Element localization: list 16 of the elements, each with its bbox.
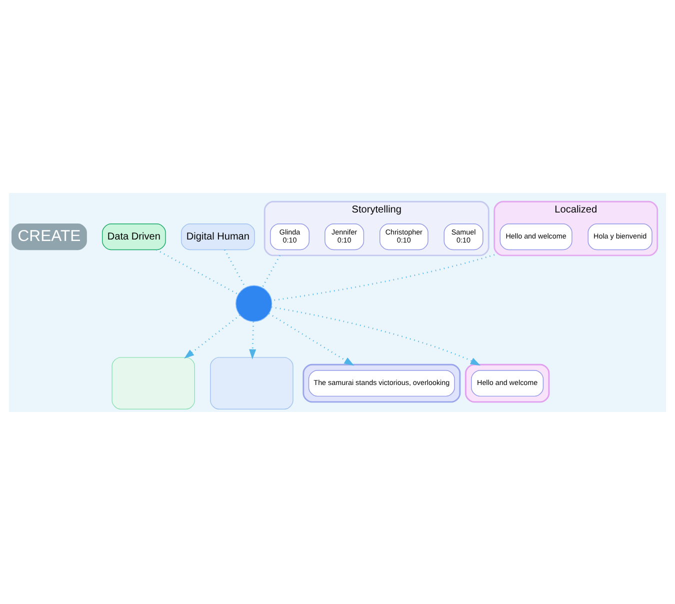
node-circle [236, 284, 272, 322]
connector [224, 248, 246, 288]
arrow [271, 306, 481, 366]
node-box [210, 356, 294, 409]
node-box [112, 356, 195, 409]
cluster [302, 363, 461, 402]
arrow [249, 321, 256, 359]
connector [156, 248, 239, 294]
node-box: CREATE [12, 223, 87, 250]
node-box: Digital Human [180, 223, 255, 250]
connector [272, 254, 495, 301]
connector [262, 254, 281, 288]
arrow [184, 314, 240, 358]
node-box: Data Driven [102, 223, 166, 250]
arrow [268, 312, 354, 366]
cluster [464, 363, 550, 402]
